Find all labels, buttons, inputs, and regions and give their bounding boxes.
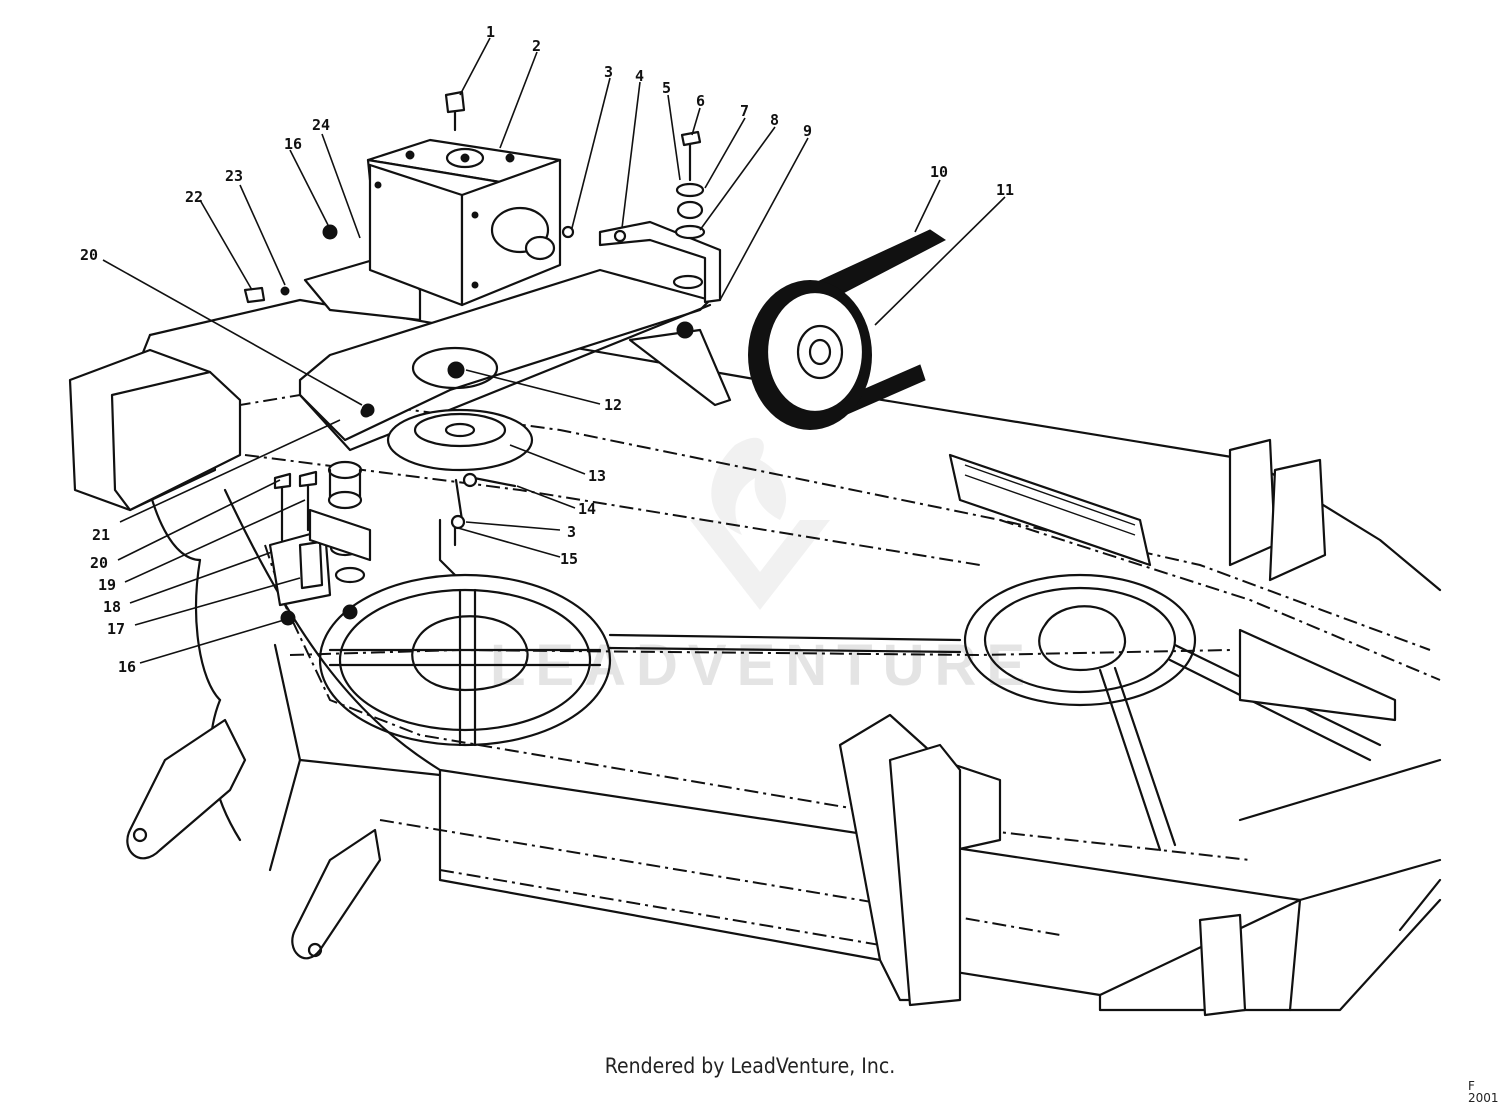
left-spindle-support [318,518,612,747]
render-credit: Rendered by LeadVenture, Inc. [604,1054,896,1078]
callout-19: 19 [98,576,116,594]
callout-18: 18 [103,598,121,616]
callout-11: 11 [996,181,1014,199]
callout-16b: 16 [118,658,136,676]
watermark-logo [690,437,830,610]
deck-hangers [126,718,382,960]
callout-20b: 20 [90,554,108,572]
fill-plug [444,90,466,132]
callout-4: 4 [635,67,644,85]
callout-7: 7 [740,102,749,120]
baffle-plates-right [838,438,1397,1017]
callout-20: 20 [80,246,98,264]
callout-13: 13 [588,467,606,485]
belt-and-pulley [748,229,946,430]
callout-17: 17 [107,620,125,638]
callout-16: 16 [284,135,302,153]
callout-21: 21 [92,526,110,544]
callout-15: 15 [560,550,578,568]
callout-8: 8 [770,111,779,129]
figure-code: F 2001 [1468,1079,1499,1105]
discharge-guard-left [68,348,242,512]
callout-10: 10 [930,163,948,181]
callout-14: 14 [578,500,596,518]
callout-3: 3 [604,63,613,81]
deck-rail-channel [948,453,1152,567]
callout-5: 5 [662,79,671,97]
leader-lines [102,37,1006,664]
callout-9: 9 [803,122,812,140]
gearbox [366,138,562,307]
callout-3b: 3 [567,523,576,541]
hardware-stack-right [672,130,706,290]
idler-pulley [386,408,534,472]
callout-1: 1 [486,23,495,41]
callout-23: 23 [225,167,243,185]
callout-labels: 1 2 3 4 5 6 7 8 9 10 11 12 13 14 3 15 16… [80,23,1014,676]
callout-12: 12 [604,396,622,414]
callout-6: 6 [696,92,705,110]
callout-2: 2 [532,37,541,55]
callout-24: 24 [312,116,330,134]
callout-22: 22 [185,188,203,206]
